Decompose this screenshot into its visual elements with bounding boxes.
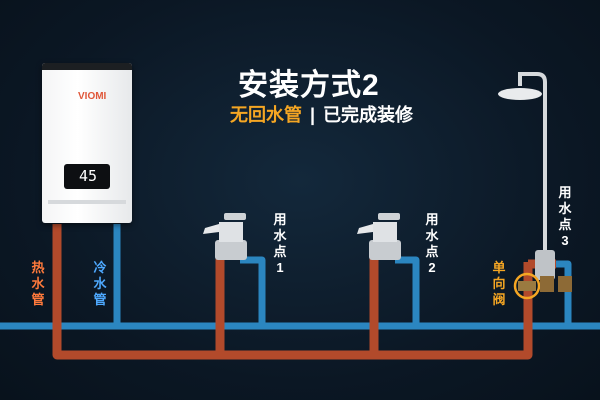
cold-water-pipe (0, 224, 600, 330)
heater-logo: VIOMI (78, 91, 107, 102)
check-valve-label: 单向阀 (492, 260, 506, 307)
heater-temperature: 45 (79, 167, 98, 185)
heater-bottom-strip (48, 200, 126, 204)
subtitle-separator: | (310, 105, 316, 125)
faucet-icon (357, 213, 401, 260)
diagram-subtitle: 无回水管 | 已完成装修 (230, 101, 413, 127)
water-point-2-label: 用水点2 (425, 212, 439, 275)
subtitle-no-return-pipe: 无回水管 (230, 105, 302, 125)
faucet-icon (203, 213, 247, 260)
heater-display-panel: 45 (64, 164, 110, 189)
diagram-title: 安装方式2 (238, 69, 380, 102)
hot-water-pipe (52, 224, 556, 360)
shower-icon (498, 72, 555, 280)
water-point-3-label: 用水点3 (558, 185, 572, 248)
heater-top-cap (42, 63, 132, 70)
water-point-1-label: 用水点1 (273, 212, 287, 275)
hot-pipe-label: 热水管 (31, 260, 45, 307)
cold-pipe-label: 冷水管 (93, 260, 107, 307)
water-heater-icon: VIOMI 45 (42, 63, 132, 223)
subtitle-renovated: 已完成装修 (323, 105, 414, 125)
check-valve-icon (513, 272, 572, 300)
